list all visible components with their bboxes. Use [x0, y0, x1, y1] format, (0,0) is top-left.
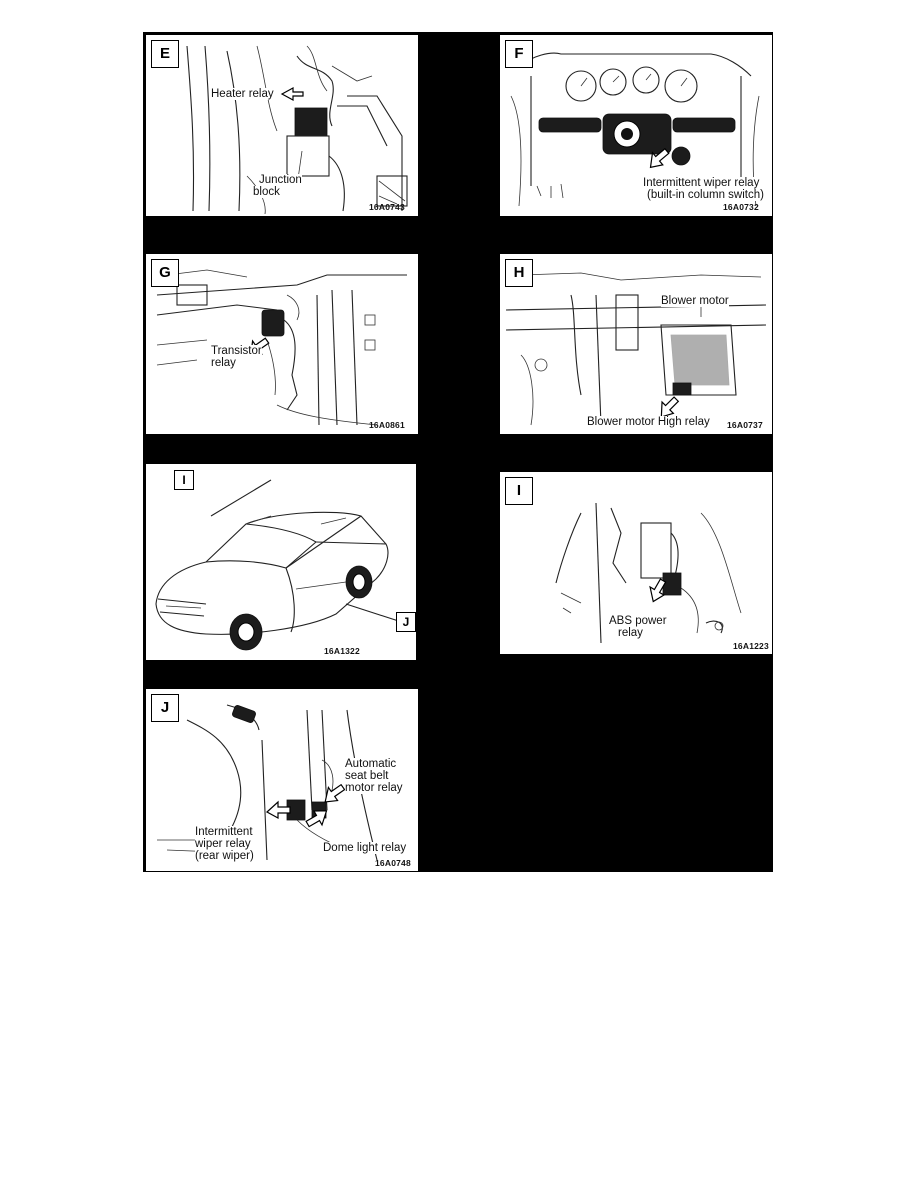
panel-g: G Transistor relay 16A0861: [146, 254, 418, 434]
seatbelt-relay-label-3: motor relay: [345, 782, 403, 794]
panel-g-code: 16A0861: [369, 420, 405, 430]
panel-car-overview: I J 16A1322: [146, 464, 416, 660]
panel-e-code: 16A0743: [369, 202, 405, 212]
car-code: 16A1322: [324, 646, 360, 656]
panel-e-tag: E: [151, 40, 179, 68]
panel-f: F Intermittent wiper relay (built-in col…: [500, 35, 772, 216]
rear-wiper-relay-label-2: wiper relay: [195, 838, 251, 850]
abs-power-relay-label-1: ABS power: [609, 615, 667, 627]
blower-motor-label: Blower motor: [661, 295, 729, 307]
panel-h-code: 16A0737: [727, 420, 763, 430]
seatbelt-relay-label-2: seat belt: [345, 770, 389, 782]
blower-motor-high-relay-label: Blower motor High relay: [587, 416, 710, 428]
panel-h-drawing: [505, 272, 767, 426]
panel-f-tag: F: [505, 40, 533, 68]
panel-g-drawing: [156, 269, 407, 426]
car-tag-j: J: [396, 612, 416, 632]
panel-i: I ABS power relay 16A1223: [500, 472, 772, 654]
panel-j-code: 16A0748: [375, 858, 411, 868]
panel-g-tag: G: [151, 259, 179, 287]
rear-wiper-relay-label-3: (rear wiper): [195, 850, 254, 862]
panel-j: J Automatic seat belt motor relay Interm…: [146, 689, 418, 871]
panel-i-code: 16A1223: [733, 641, 769, 651]
column-wiper-relay-label-1: Intermittent wiper relay: [643, 177, 760, 189]
panel-f-drawing: [510, 52, 760, 207]
panel-e-drawing: [186, 45, 408, 215]
car-drawing: [155, 479, 415, 651]
column-wiper-relay-label-2: (built-in column switch): [647, 189, 764, 201]
abs-power-relay-label-2: relay: [618, 627, 643, 639]
heater-relay-label: Heater relay: [211, 88, 274, 100]
seatbelt-relay-label-1: Automatic: [345, 758, 397, 770]
panel-i-tag: I: [505, 477, 533, 505]
diagram-sheet: E Heater relay Junction block 16A0743: [143, 32, 773, 872]
panel-h: H Blower motor Blower motor High relay 1…: [500, 254, 772, 434]
car-tag-i: I: [174, 470, 194, 490]
panel-e: E Heater relay Junction block 16A0743: [146, 35, 418, 216]
panel-h-tag: H: [505, 259, 533, 287]
panel-i-drawing: [555, 502, 742, 644]
panel-j-tag: J: [151, 694, 179, 722]
panel-f-code: 16A0732: [723, 202, 759, 212]
junction-block-label-2: block: [253, 186, 280, 198]
junction-block-label-1: Junction: [259, 174, 302, 186]
transistor-relay-label-2: relay: [211, 357, 236, 369]
dome-light-relay-label: Dome light relay: [323, 842, 407, 854]
transistor-relay-label-1: Transistor: [211, 345, 262, 357]
rear-wiper-relay-label-1: Intermittent: [195, 826, 253, 838]
